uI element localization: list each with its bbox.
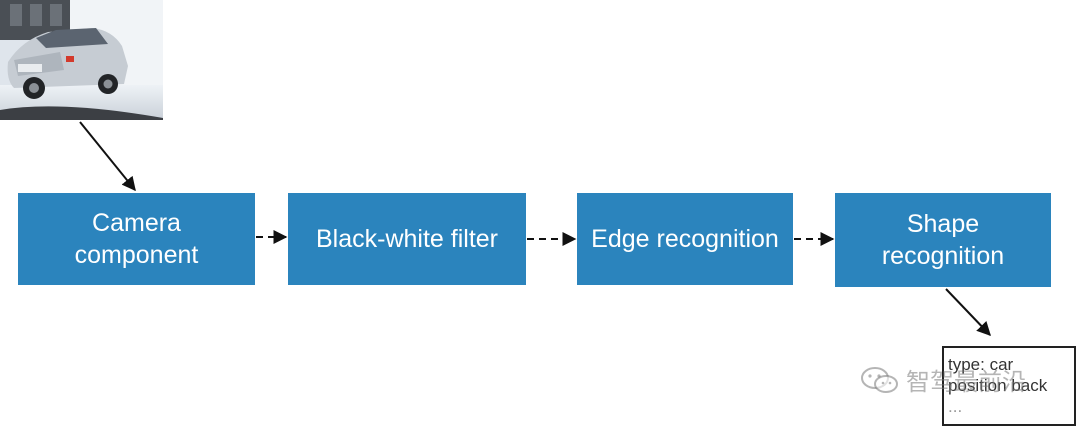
shape-recognition-node: Shape recognition bbox=[835, 193, 1051, 287]
shape-to-output-arrow bbox=[945, 288, 991, 337]
output-ellipsis-line: ... bbox=[948, 397, 963, 416]
camera-component-node: Camera component bbox=[18, 193, 255, 285]
black-white-filter-node: Black-white filter bbox=[288, 193, 526, 285]
edge-recognition-node: Edge recognition bbox=[577, 193, 793, 285]
edge-recognition-label: Edge recognition bbox=[591, 225, 779, 253]
car-photo-illustration bbox=[0, 0, 163, 120]
wechat-icon bbox=[861, 366, 898, 393]
output-result-box: type: car position back ... bbox=[942, 346, 1076, 426]
shape-recognition-label: Shape recognition bbox=[881, 210, 1005, 270]
output-type-line: type: car bbox=[948, 355, 1014, 374]
camera-component-label: Camera component bbox=[74, 209, 199, 269]
photo-to-camera-arrow bbox=[79, 121, 136, 192]
black-white-filter-label: Black-white filter bbox=[316, 225, 498, 253]
output-position-line: position back bbox=[948, 376, 1048, 395]
car-photo bbox=[0, 0, 163, 120]
